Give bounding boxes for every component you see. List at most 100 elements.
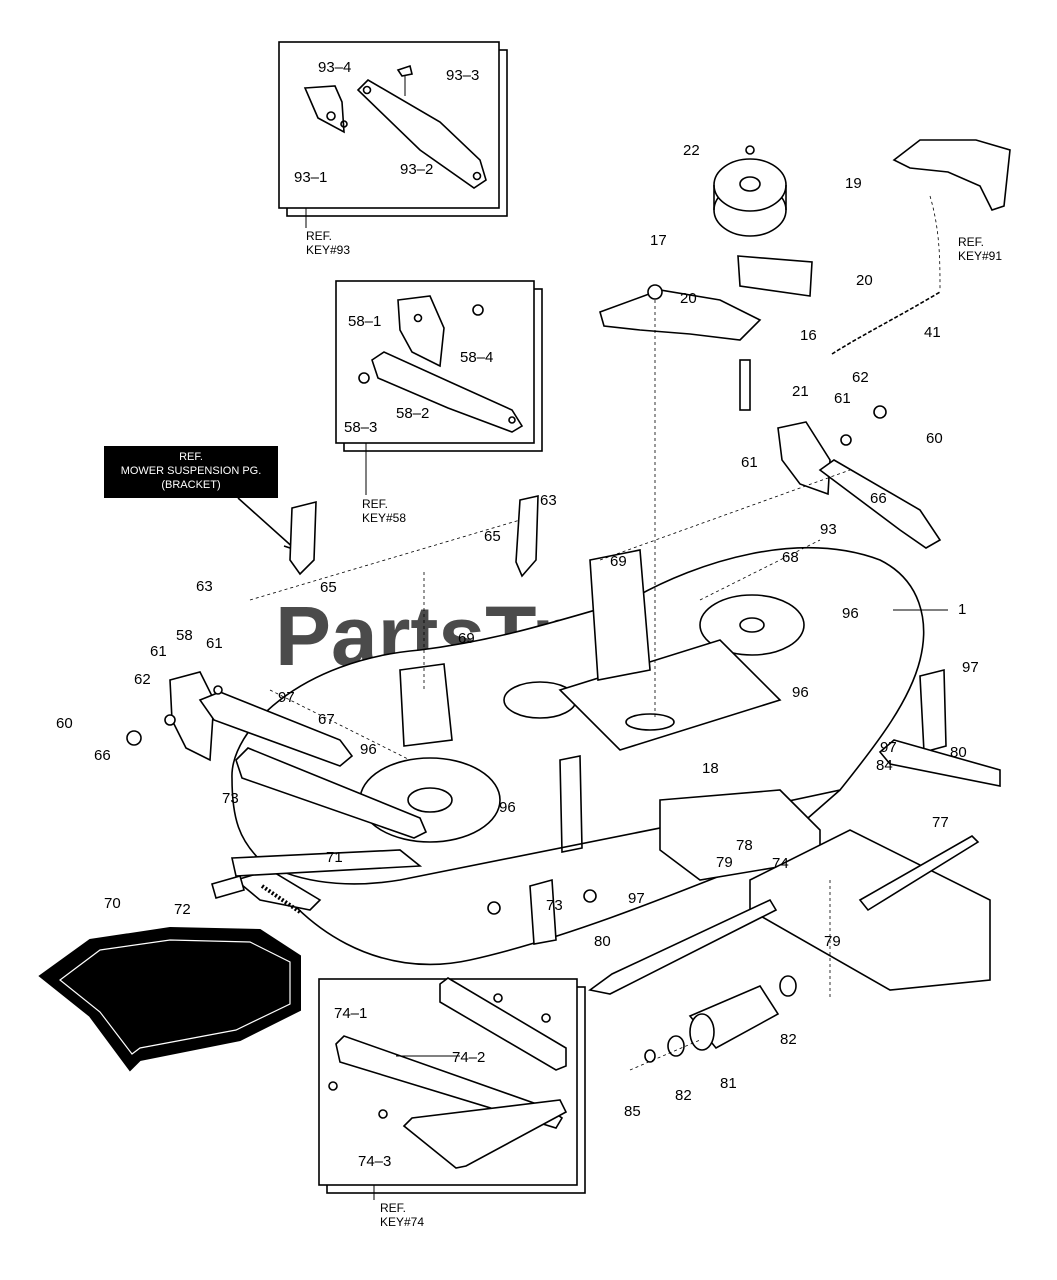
part-69-bracket-rear xyxy=(589,549,651,681)
assembly-line-61-right xyxy=(599,469,851,561)
part-74-bolt-a xyxy=(493,993,503,1003)
label-74-1: 74–1 xyxy=(334,1005,367,1022)
part-label-17: 17 xyxy=(650,232,667,249)
part-96-front-bolt xyxy=(559,755,583,853)
leader-41 xyxy=(929,195,941,291)
part-84-rod xyxy=(878,739,1001,787)
part-21-bolt xyxy=(739,359,751,411)
part-97-post xyxy=(919,668,947,754)
part-80-rod-front xyxy=(588,898,778,995)
part-label-69: 69 xyxy=(610,553,627,570)
part-label-18: 18 xyxy=(702,760,719,777)
part-22-pulley xyxy=(713,158,787,212)
part-63-bracket-right xyxy=(515,494,539,578)
belt-cover-slot xyxy=(625,713,675,731)
part-82-bushing-front xyxy=(667,1035,685,1057)
part-label-97: 97 xyxy=(278,689,295,706)
part-label-65: 65 xyxy=(484,528,501,545)
part-label-60: 60 xyxy=(926,430,943,447)
callout-line-3: (BRACKET) xyxy=(161,479,220,491)
inset-74-labels: 74–1 74–2 74–3 xyxy=(334,1005,485,1170)
discharge-chute xyxy=(38,849,423,1072)
part-label-61: 61 xyxy=(206,635,223,652)
label-58-3: 58–3 xyxy=(344,419,377,436)
part-label-63: 63 xyxy=(540,492,557,509)
part-17-nut xyxy=(647,284,663,300)
part-62-lock-right xyxy=(873,405,887,419)
part-label-58: 58 xyxy=(176,627,193,644)
pulley-nut xyxy=(745,145,755,155)
part-label-80: 80 xyxy=(594,933,611,950)
part-18-belt-cover xyxy=(558,639,782,751)
part-97-nut-front xyxy=(583,889,597,903)
part-label-62: 62 xyxy=(134,671,151,688)
part-20-idler-arm xyxy=(599,289,762,341)
part-74-bolt-d xyxy=(378,1109,388,1119)
callout-arrow xyxy=(237,497,298,553)
part-label-93: 93 xyxy=(820,521,837,538)
part-82-bushing-rear xyxy=(779,975,797,997)
ref-91-line2: KEY#91 xyxy=(958,249,1002,263)
label-74-2: 74–2 xyxy=(452,1049,485,1066)
ref-74-line2: KEY#74 xyxy=(380,1215,424,1229)
front-roller-assembly xyxy=(487,789,991,1063)
part-93-1-plate xyxy=(303,85,345,134)
part-74-1-bar xyxy=(439,977,567,1071)
assembly-lines xyxy=(249,300,851,1071)
part-label-96: 96 xyxy=(360,741,377,758)
part-label-68: 68 xyxy=(782,549,799,566)
part-72-wing-nut xyxy=(211,875,245,899)
inset-58 xyxy=(335,280,543,452)
assembly-line-68 xyxy=(699,539,821,601)
part-label-97: 97 xyxy=(880,739,897,756)
part-label-72: 72 xyxy=(174,901,191,918)
inset-58-labels: 58–1 58–4 58–3 58–2 xyxy=(344,313,493,436)
spindle-right-hub xyxy=(739,617,765,633)
part-label-21: 21 xyxy=(792,383,809,400)
part-70-chute-highlight xyxy=(59,939,291,1055)
idler-assembly xyxy=(599,139,1011,411)
ref-93-line2: KEY#93 xyxy=(306,243,350,257)
label-93-1: 93–1 xyxy=(294,169,327,186)
part-label-20: 20 xyxy=(680,290,697,307)
part-58-1-plate xyxy=(397,295,445,368)
part-label-70: 70 xyxy=(104,895,121,912)
part-81-roller-end xyxy=(689,1013,715,1051)
part-66-lock xyxy=(126,730,142,746)
ref-93-line1: REF. xyxy=(306,229,332,243)
part-58-1-hole xyxy=(413,313,423,323)
part-label-79: 79 xyxy=(716,854,733,871)
part-73-post xyxy=(529,878,557,945)
right-hanger xyxy=(777,405,1001,787)
part-93-3-bolt xyxy=(396,64,413,77)
part-93-2-bar xyxy=(356,78,487,189)
part-71-rod xyxy=(231,849,423,877)
part-69-bracket-front xyxy=(399,663,453,747)
part-74-3-bar xyxy=(402,1099,568,1169)
ref-58-line2: KEY#58 xyxy=(362,511,406,525)
part-label-67: 67 xyxy=(318,711,335,728)
ref-91-line1: REF. xyxy=(958,235,984,249)
part-label-96: 96 xyxy=(792,684,809,701)
part-label-61: 61 xyxy=(741,454,758,471)
callout-box xyxy=(104,446,278,498)
part-73-nut xyxy=(487,901,501,915)
part-label-62: 62 xyxy=(852,369,869,386)
leader-lines xyxy=(305,208,948,1200)
part-93-hole xyxy=(340,120,348,128)
part-58-3-bolt xyxy=(358,372,370,384)
part-61-washer-right xyxy=(840,434,852,446)
part-label-63: 63 xyxy=(196,578,213,595)
part-73-rod-rear xyxy=(235,747,428,839)
part-label-66: 66 xyxy=(870,490,887,507)
part-label-82: 82 xyxy=(675,1087,692,1104)
part-label-61: 61 xyxy=(150,643,167,660)
callout-line-1: REF. xyxy=(179,451,203,463)
assembly-line-97 xyxy=(269,689,411,761)
label-93-4: 93–4 xyxy=(318,59,351,76)
inset-93 xyxy=(278,41,508,217)
part-58-2-bar xyxy=(371,351,524,433)
part-label-71: 71 xyxy=(326,849,343,866)
label-74-3: 74–3 xyxy=(358,1153,391,1170)
